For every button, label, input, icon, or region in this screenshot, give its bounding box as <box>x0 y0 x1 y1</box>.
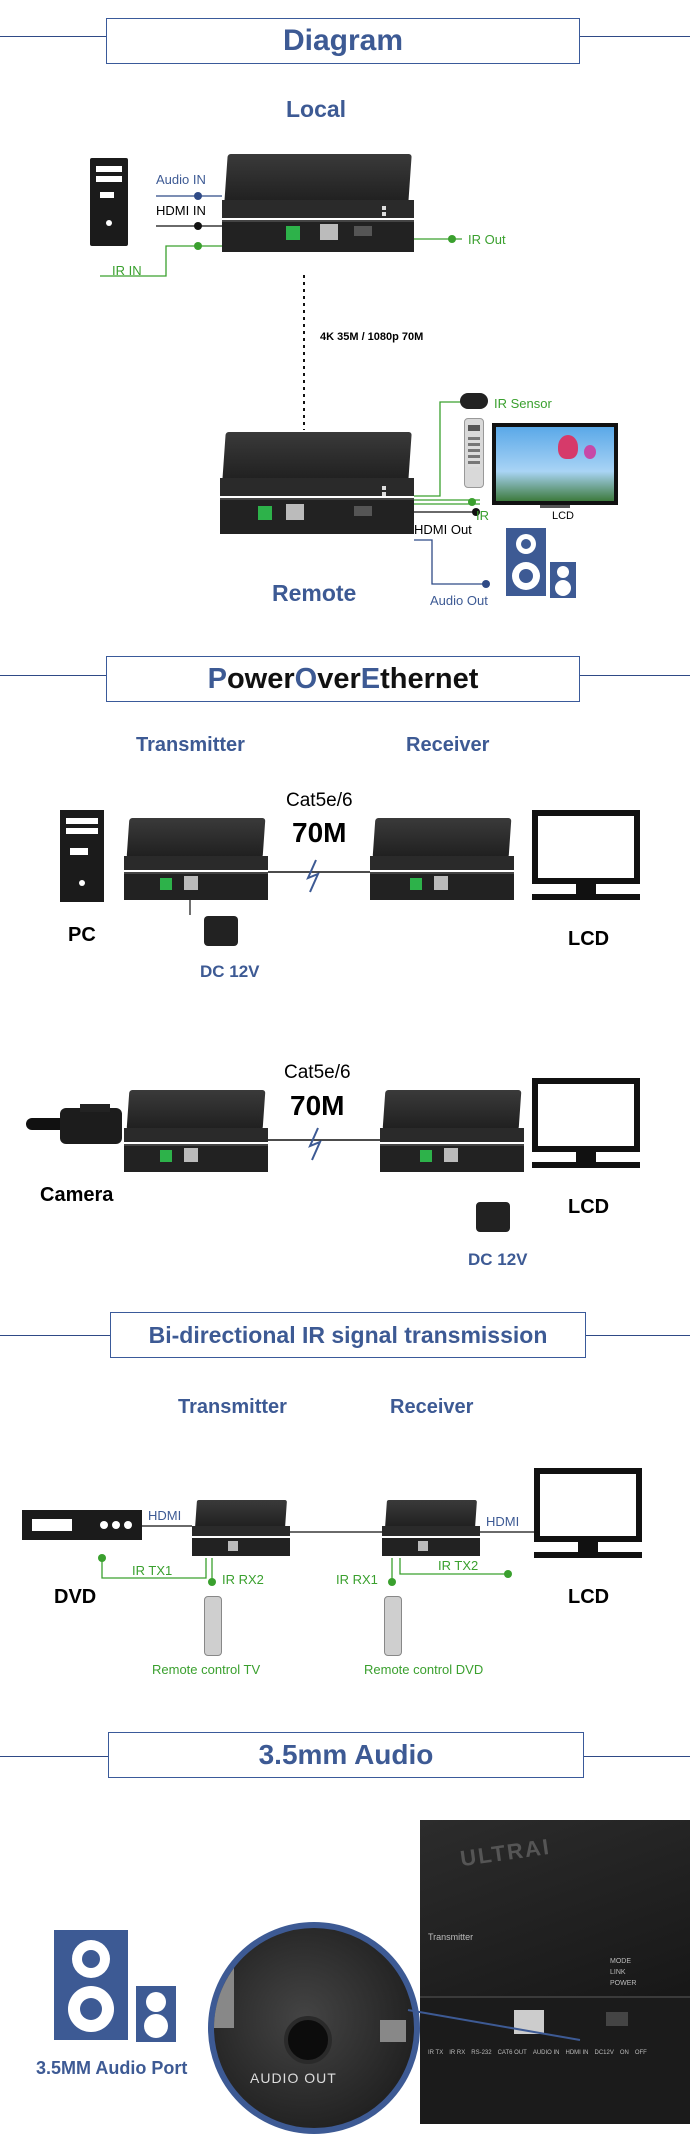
poe-transmitter-device-2 <box>124 1090 268 1172</box>
remote-receiver-device <box>220 432 414 538</box>
speaker-large-icon <box>506 528 546 596</box>
poe-receiver-device <box>370 818 514 900</box>
speaker-large-icon <box>54 1930 128 2040</box>
pc-tower-icon <box>60 810 104 902</box>
poe-cable2-label: Cat5e/6 <box>284 1062 351 1083</box>
poe-length-label: 70M <box>292 817 347 848</box>
remote-control-icon <box>464 418 484 488</box>
bidir-hdmi-right-label: HDMI <box>486 1514 520 1529</box>
ir-label: IR <box>476 508 489 523</box>
poe-transmitter-device <box>124 818 268 900</box>
diagram-title: Diagram <box>106 18 580 64</box>
poe-receiver-device-2 <box>380 1090 524 1172</box>
dvd-label: DVD <box>54 1586 97 1608</box>
remote-control-tv-icon <box>204 1596 222 1656</box>
audio-in-label: Audio IN <box>156 172 206 187</box>
audio-out-zoom-circle: AUDIO OUT <box>208 1922 420 2134</box>
remote-heading: Remote <box>272 580 357 606</box>
ir-sensor-icon <box>460 393 488 409</box>
audio-out-label: AUDIO OUT <box>250 2070 337 2086</box>
diagram-lcd-label: LCD <box>552 510 575 522</box>
audio-device-photo: ULTRAI Transmitter MODE LINK POWER IR TX… <box>420 1820 690 2124</box>
audio-port-label: 3.5MM Audio Port <box>36 2058 188 2078</box>
poe-lcd2-label: LCD <box>568 1196 610 1218</box>
poe-receiver-heading: Receiver <box>406 734 490 756</box>
bidir-transmitter-heading: Transmitter <box>178 1396 287 1418</box>
power-adapter-icon <box>204 916 238 946</box>
distance-label: 4K 35M / 1080p 70M <box>320 331 424 343</box>
ir-tx1-label: IR TX1 <box>132 1563 173 1578</box>
bidir-transmitter-device <box>192 1500 290 1558</box>
camera-icon <box>26 1104 130 1150</box>
power-adapter-icon <box>476 1202 510 1232</box>
local-heading: Local <box>286 96 347 122</box>
poe-connectors <box>189 859 380 1161</box>
ir-in-label: IR IN <box>112 263 142 278</box>
poe-dc2-label: DC 12V <box>468 1250 528 1269</box>
lcd-stand <box>540 505 570 508</box>
bidir-title: Bi-directional IR signal transmission <box>110 1312 586 1358</box>
lcd-tv-icon <box>492 423 618 505</box>
lcd-monitor-icon <box>532 1078 640 1168</box>
pc-tower-icon <box>90 158 128 246</box>
ir-out-label: IR Out <box>468 232 506 247</box>
remote-dvd-label: Remote control DVD <box>364 1662 484 1677</box>
poe-length2-label: 70M <box>290 1090 345 1121</box>
poe-lcd-label: LCD <box>568 928 610 950</box>
speaker-small-icon <box>136 1986 176 2042</box>
bidir-receiver-heading: Receiver <box>390 1396 474 1418</box>
audio-title: 3.5mm Audio <box>108 1732 584 1778</box>
bidir-receiver-device <box>382 1500 480 1558</box>
remote-tv-label: Remote control TV <box>152 1662 261 1677</box>
bidir-connectors <box>98 1525 534 1586</box>
remote-control-dvd-icon <box>384 1596 402 1656</box>
camera-label: Camera <box>40 1184 114 1206</box>
bidir-lcd-label: LCD <box>568 1586 610 1608</box>
ir-sensor-label: IR Sensor <box>494 396 552 411</box>
pc-label: PC <box>68 924 96 946</box>
dvd-player-icon <box>22 1510 142 1540</box>
hdmi-in-label: HDMI IN <box>156 203 206 218</box>
ir-rx2-label: IR RX2 <box>222 1572 264 1587</box>
lcd-monitor-icon <box>532 810 640 900</box>
bidir-hdmi-left-label: HDMI <box>148 1508 182 1523</box>
lcd-monitor-icon <box>534 1468 642 1558</box>
audio-out-label: Audio Out <box>430 593 488 608</box>
poe-transmitter-heading: Transmitter <box>136 734 245 756</box>
local-transmitter-device <box>222 154 414 256</box>
diagram-connectors <box>100 192 490 588</box>
speaker-small-icon <box>550 562 576 598</box>
poe-dc-label: DC 12V <box>200 962 260 981</box>
ir-rx1-label: IR RX1 <box>336 1572 378 1587</box>
poe-cable-label: Cat5e/6 <box>286 790 353 811</box>
hdmi-out-label: HDMI Out <box>414 522 472 537</box>
ir-tx2-label: IR TX2 <box>438 1558 479 1573</box>
